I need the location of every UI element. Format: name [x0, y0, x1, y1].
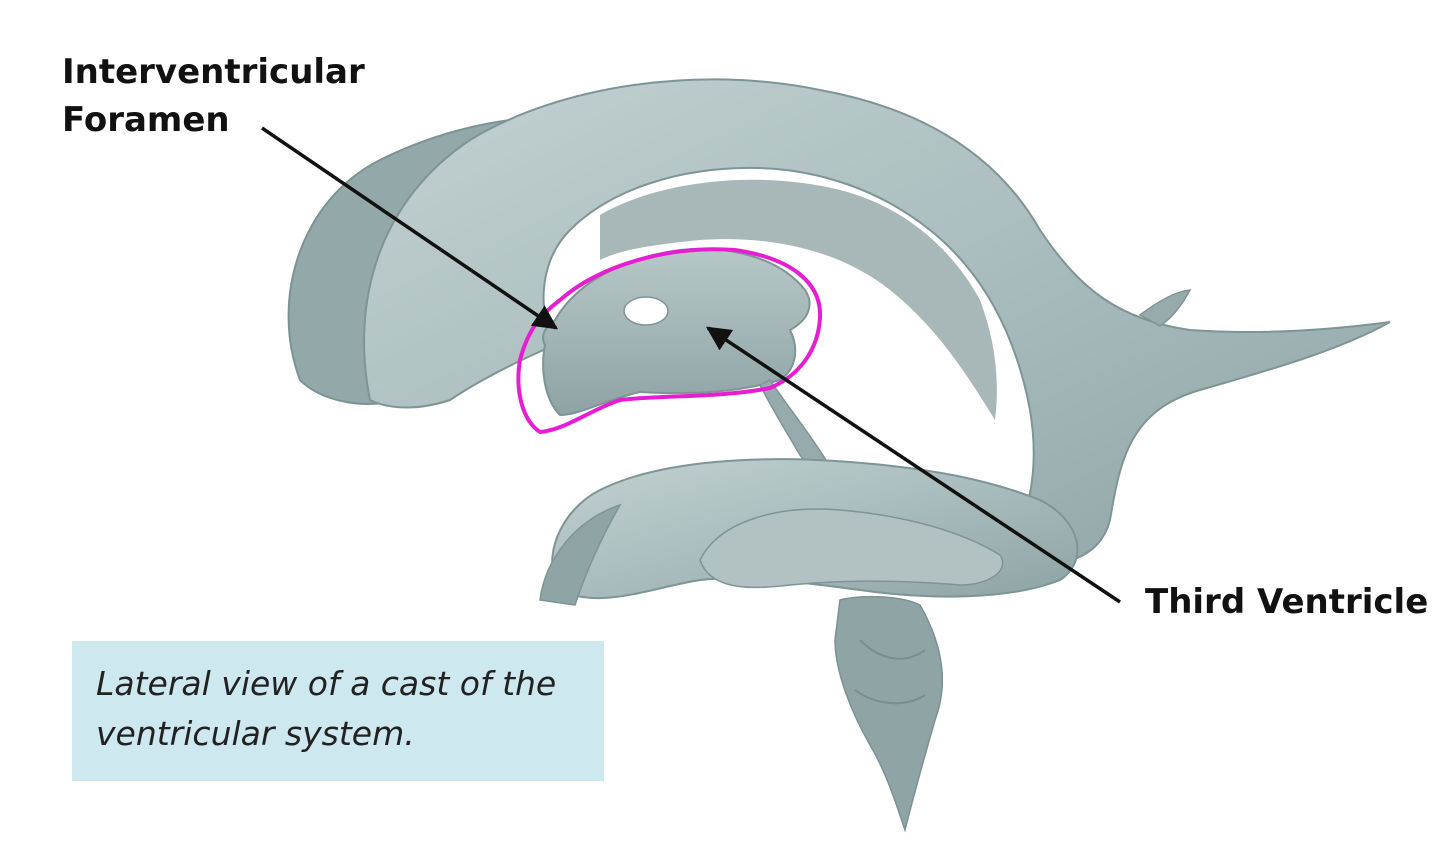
- inferior-horn-tip: [539, 503, 622, 606]
- lower-overlap-segment: [699, 508, 1004, 589]
- posterior-spur: [1138, 289, 1192, 327]
- lateral-ventricle-body: [363, 78, 1391, 568]
- label-interventricular-foramen: Interventricular Foramen: [62, 52, 365, 140]
- arch-inner-shadow: [600, 179, 997, 420]
- arrow-third-ventricle: [705, 326, 1121, 604]
- caption-text: Lateral view of a cast of the ventricula…: [96, 664, 557, 753]
- third-ventricle-highlight-outline: [516, 247, 823, 435]
- arrow-foramen: [261, 126, 559, 330]
- fourth-ventricle: [834, 595, 943, 833]
- foramen-hole: [623, 296, 669, 326]
- label-third-ventricle: Third Ventricle: [1145, 582, 1429, 622]
- caption-box: Lateral view of a cast of the ventricula…: [72, 641, 604, 781]
- fourth-ventricle-detail: [854, 639, 926, 705]
